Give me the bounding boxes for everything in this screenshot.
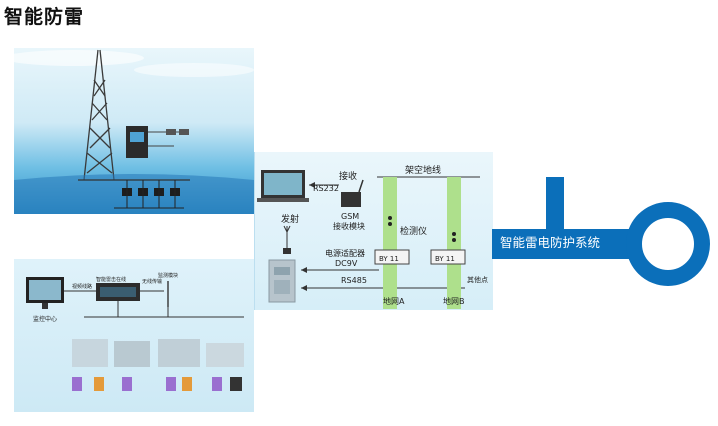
dc9v-label: DC9V — [335, 259, 358, 268]
tower-svg — [14, 49, 254, 214]
system-diagram-svg: RS232 接收 GSM 接收模块 发射 电源适配器 DC9V RS485 其他… — [257, 164, 488, 309]
svg-text:BY 11: BY 11 — [435, 255, 455, 263]
gsm-module-icon — [341, 192, 361, 207]
video-line-label: 视频线路 — [72, 283, 92, 290]
substation-images — [72, 339, 244, 367]
overhead-ground-wire-label: 架空地线 — [405, 164, 441, 176]
lattice-tower-icon — [83, 49, 115, 181]
detector-b-icon — [430, 249, 466, 265]
ground-b-label: 地网B — [443, 296, 465, 306]
wireless-label: 无线传输 — [142, 278, 162, 285]
page-title: 智能防雷 — [4, 6, 85, 28]
receive-label: 接收 — [339, 170, 357, 182]
gsm-module-label: 接收模块 — [333, 221, 365, 231]
brand-key-logo — [492, 177, 710, 286]
monitoring-illustration: 监控中心 视频线路 智能雷击在线 无线传输 监测模块 — [14, 259, 254, 412]
rs232-label: RS232 — [313, 184, 339, 193]
tower-illustration — [14, 48, 254, 214]
monitor-center-label: 监控中心 — [33, 315, 57, 323]
rs485-label: RS485 — [341, 276, 367, 285]
detector-label: 检测仪 — [400, 225, 427, 237]
ground-a-label: 地网A — [383, 296, 405, 306]
system-diagram: RS232 接收 GSM 接收模块 发射 电源适配器 DC9V RS485 其他… — [254, 152, 493, 310]
pillar-a-icon — [383, 177, 397, 309]
antenna-icon — [283, 248, 291, 254]
monitoring-svg: 监控中心 视频线路 智能雷击在线 无线传输 监测模块 — [26, 272, 244, 391]
pillar-b-icon — [447, 177, 461, 309]
protection-devices — [72, 377, 242, 391]
svg-text:BY 11: BY 11 — [379, 255, 399, 263]
gsm-label: GSM — [341, 212, 359, 221]
transmit-label: 发射 — [281, 213, 299, 225]
detector-a-icon — [374, 249, 410, 265]
brand-label: 智能雷电防护系统 — [500, 235, 601, 250]
smart-module-label: 智能雷击在线 — [96, 276, 126, 283]
gprs-label: 监测模块 — [158, 272, 178, 279]
power-adapter-label: 电源适配器 — [325, 248, 365, 258]
other-points-label: 其他点 — [467, 275, 488, 284]
